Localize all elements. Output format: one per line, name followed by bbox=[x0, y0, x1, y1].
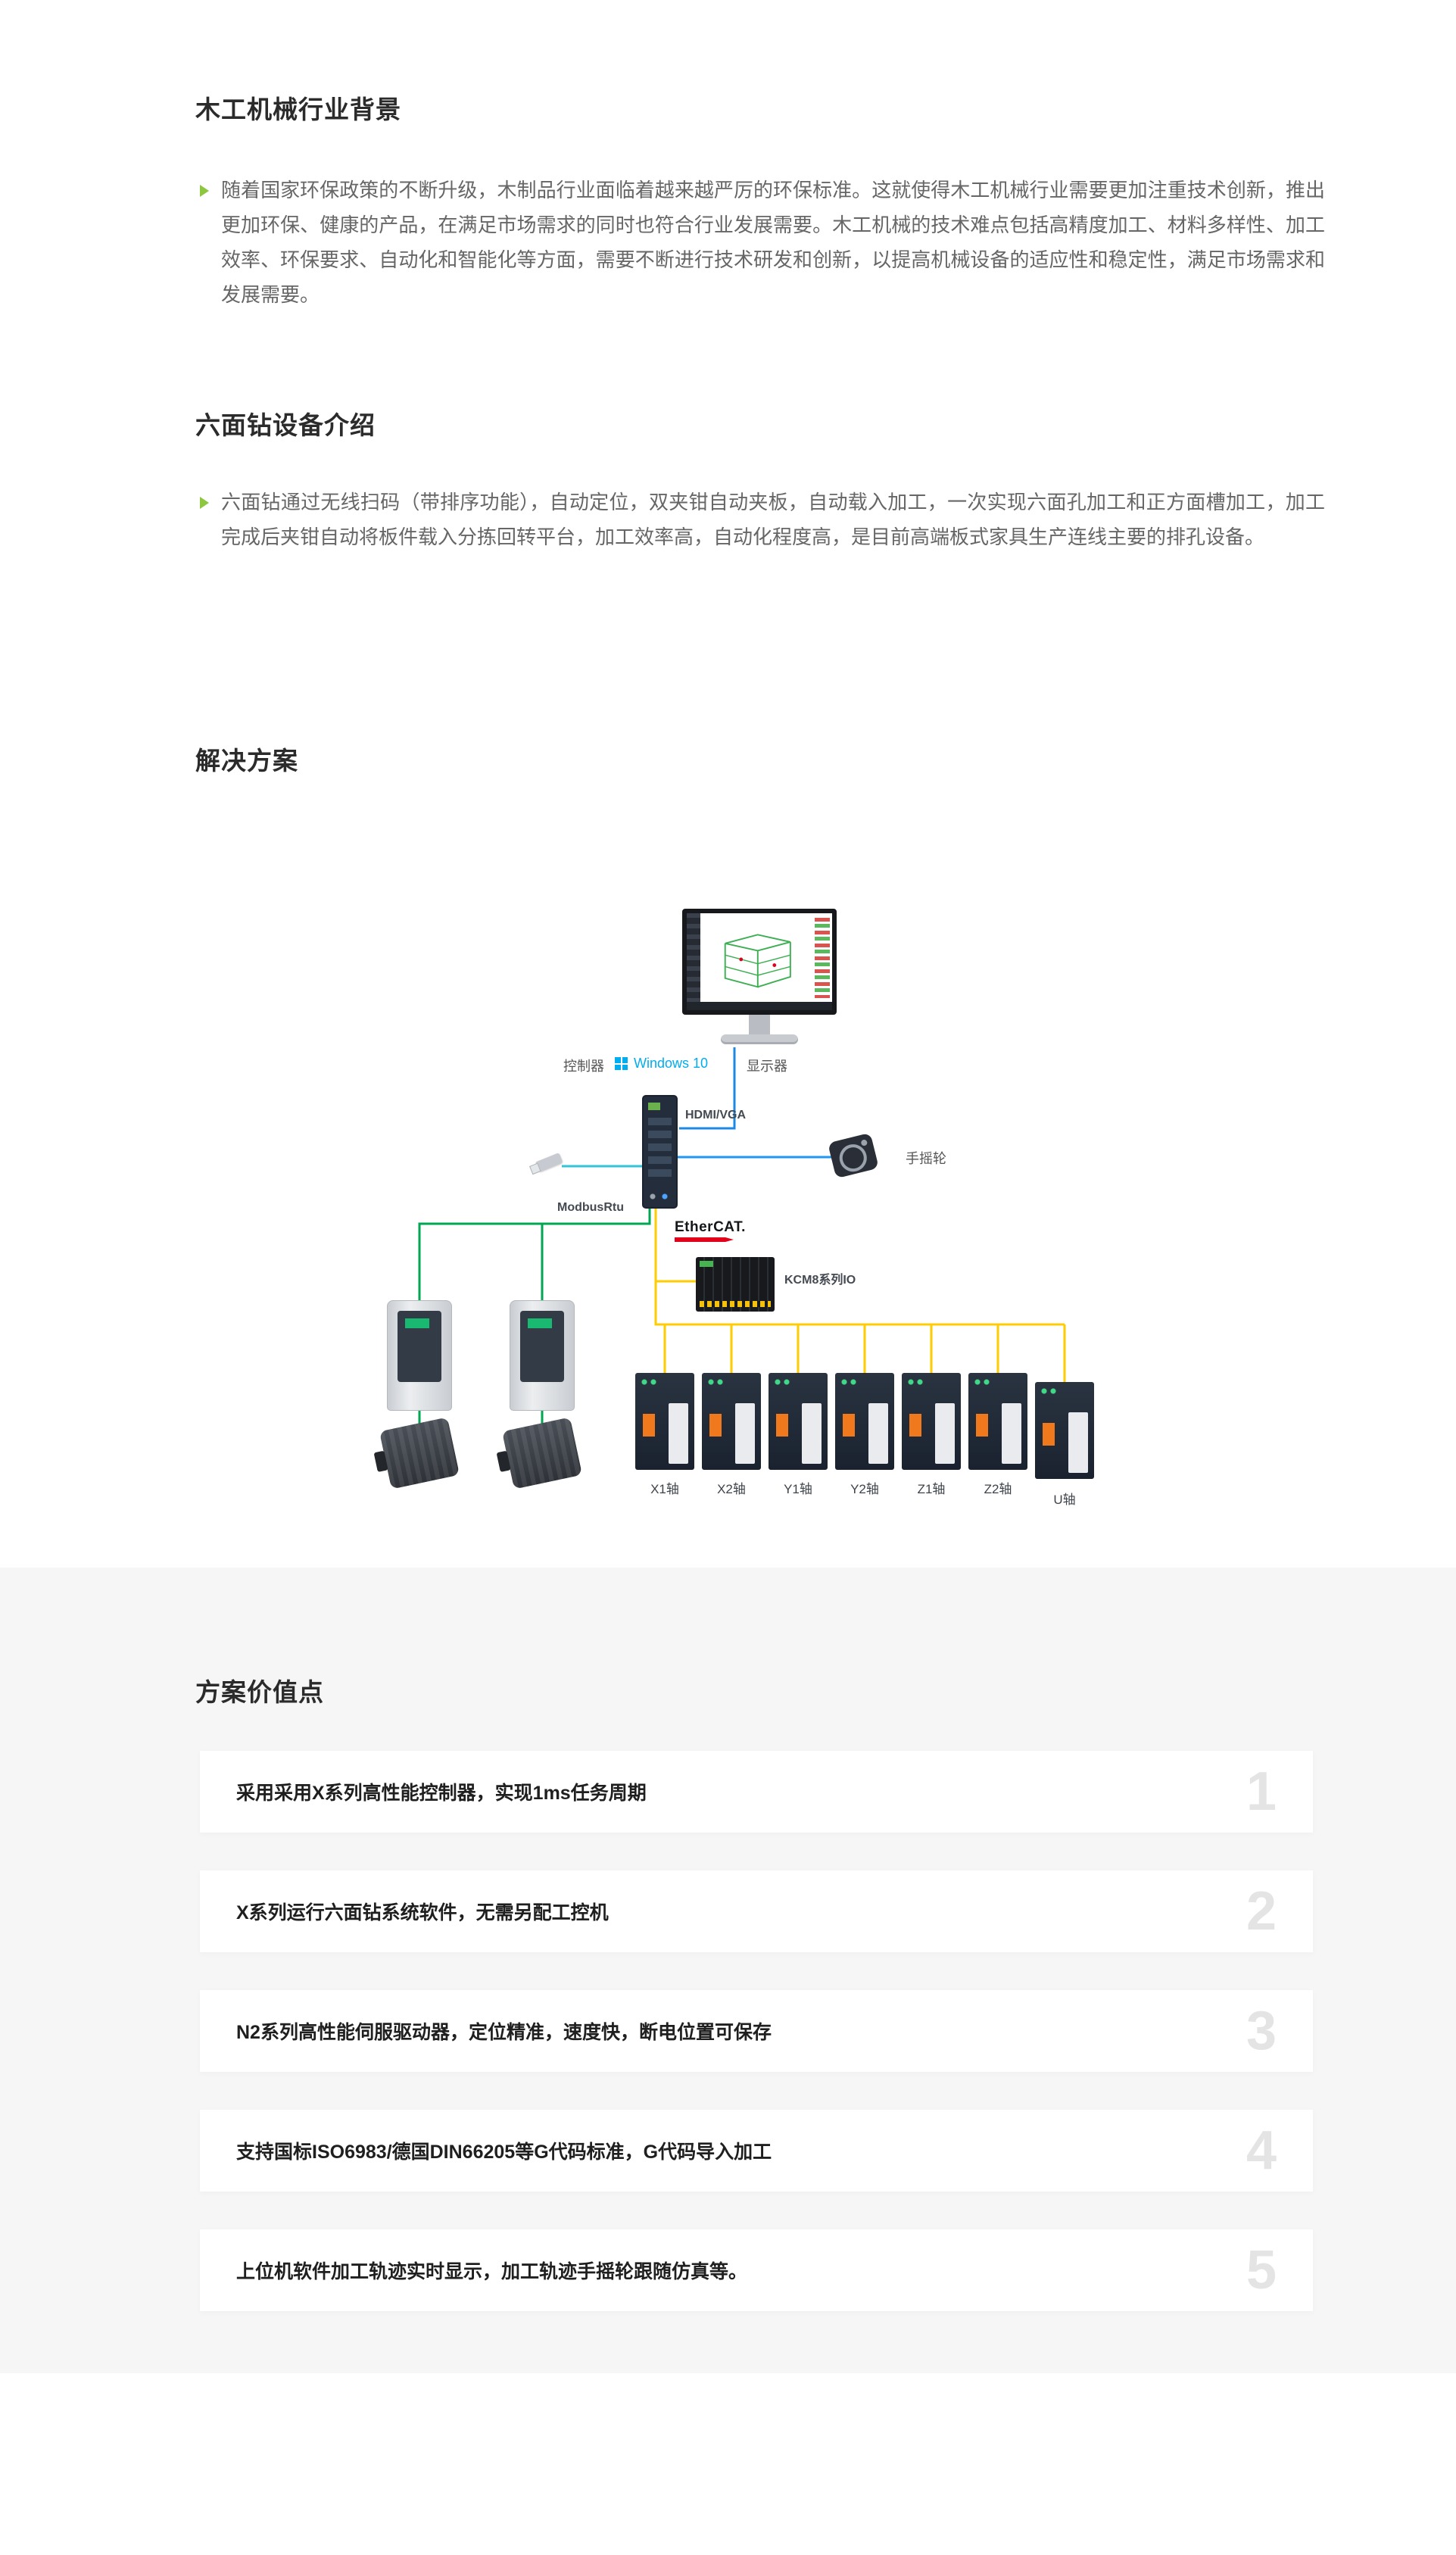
axis-label-z1: Z1轴 bbox=[917, 1482, 946, 1496]
axis-label-x1: X1轴 bbox=[650, 1482, 679, 1496]
device-paragraph-text: 六面钻通过无线扫码（带排序功能），自动定位，双夹钳自动夹板，自动载入加工，一次实… bbox=[221, 491, 1325, 548]
servo-drive-y1 bbox=[769, 1373, 828, 1470]
axis-label-y1: Y1轴 bbox=[784, 1482, 812, 1496]
axis-label-u: U轴 bbox=[1053, 1493, 1076, 1507]
controller-label: 控制器 bbox=[563, 1059, 604, 1074]
section-title-device: 六面钻设备介绍 bbox=[195, 411, 376, 439]
servo-drive-u bbox=[1035, 1382, 1094, 1479]
value-card-text: X系列运行六面钻系统软件，无需另配工控机 bbox=[236, 1902, 609, 1923]
monitor bbox=[682, 909, 837, 1015]
windows-label: Windows 10 bbox=[634, 1056, 709, 1071]
value-card-number: 2 bbox=[1246, 1881, 1277, 1942]
servo-drive-z2 bbox=[968, 1373, 1027, 1470]
value-card-number: 4 bbox=[1246, 2120, 1277, 2181]
servo-drive-y2 bbox=[835, 1373, 894, 1470]
screen-taskbar bbox=[687, 1002, 832, 1010]
monitor-base bbox=[721, 1034, 798, 1044]
axis-label-y2: Y2轴 bbox=[850, 1482, 879, 1496]
industry-paragraph: 随着国家环保政策的不断升级，木制品行业面临着越来越严厉的环保标准。这就使得木工机… bbox=[200, 173, 1325, 312]
value-card-text: 采用采用X系列高性能控制器，实现1ms任务周期 bbox=[236, 1783, 647, 1804]
arrow-bullet-icon bbox=[200, 185, 209, 197]
inverter-drive bbox=[387, 1300, 452, 1411]
ethercat-label: EtherCAT. bbox=[675, 1219, 746, 1235]
inverter-drive bbox=[510, 1300, 575, 1411]
section-title-solution: 解决方案 bbox=[195, 747, 298, 775]
monitor-neck bbox=[749, 1015, 770, 1035]
servo-drive-x2 bbox=[702, 1373, 761, 1470]
x-series-controller bbox=[642, 1095, 678, 1209]
spindle-motor bbox=[501, 1417, 583, 1490]
ethercat-logo: EtherCAT. bbox=[675, 1219, 746, 1242]
usb-dongle-icon bbox=[535, 1153, 563, 1172]
value-card-text: N2系列高性能伺服驱动器，定位精准，速度快，断电位置可保存 bbox=[236, 2022, 772, 2043]
axis-label-z2: Z2轴 bbox=[984, 1482, 1012, 1496]
spindle-motor bbox=[379, 1417, 460, 1490]
industry-paragraph-text: 随着国家环保政策的不断升级，木制品行业面临着越来越严厉的环保标准。这就使得木工机… bbox=[221, 179, 1325, 306]
hdmi-vga-label: HDMI/VGA bbox=[685, 1109, 746, 1122]
value-card-1: 采用采用X系列高性能控制器，实现1ms任务周期 1 bbox=[200, 1751, 1313, 1833]
ethercat-red-arrow-icon bbox=[675, 1237, 734, 1242]
modbus-label: ModbusRtu bbox=[557, 1201, 624, 1214]
value-card-number: 1 bbox=[1246, 1761, 1277, 1822]
kcm8-label: KCM8系列IO bbox=[784, 1274, 856, 1287]
cad-drawing-icon bbox=[724, 934, 791, 988]
value-card-4: 支持国标ISO6983/德国DIN66205等G代码标准，G代码导入加工 4 bbox=[200, 2110, 1313, 2192]
value-card-text: 上位机软件加工轨迹实时显示，加工轨迹手摇轮跟随仿真等。 bbox=[236, 2261, 748, 2282]
handwheel-icon bbox=[828, 1132, 879, 1179]
value-card-number: 3 bbox=[1246, 2001, 1277, 2061]
screen-toolbar bbox=[687, 913, 700, 1010]
axis-label-x2: X2轴 bbox=[717, 1482, 746, 1496]
windows-logo-icon bbox=[615, 1057, 628, 1070]
kcm8-io-module bbox=[696, 1257, 775, 1312]
value-card-text: 支持国标ISO6983/德国DIN66205等G代码标准，G代码导入加工 bbox=[236, 2142, 772, 2163]
section-title-value: 方案价值点 bbox=[195, 1678, 324, 1706]
servo-drive-z1 bbox=[902, 1373, 961, 1470]
display-label: 显示器 bbox=[747, 1059, 787, 1074]
device-paragraph: 六面钻通过无线扫码（带排序功能），自动定位，双夹钳自动夹板，自动载入加工，一次实… bbox=[200, 485, 1325, 554]
screen-buttons bbox=[815, 918, 830, 998]
handwheel-label: 手摇轮 bbox=[906, 1151, 946, 1166]
servo-drive-x1 bbox=[635, 1373, 694, 1470]
value-card-3: N2系列高性能伺服驱动器，定位精准，速度快，断电位置可保存 3 bbox=[200, 1990, 1313, 2072]
value-card-5: 上位机软件加工轨迹实时显示，加工轨迹手摇轮跟随仿真等。 5 bbox=[200, 2229, 1313, 2311]
section-title-industry: 木工机械行业背景 bbox=[195, 95, 401, 123]
value-card-2: X系列运行六面钻系统软件，无需另配工控机 2 bbox=[200, 1870, 1313, 1952]
value-card-number: 5 bbox=[1246, 2240, 1277, 2301]
arrow-bullet-icon bbox=[200, 497, 209, 509]
